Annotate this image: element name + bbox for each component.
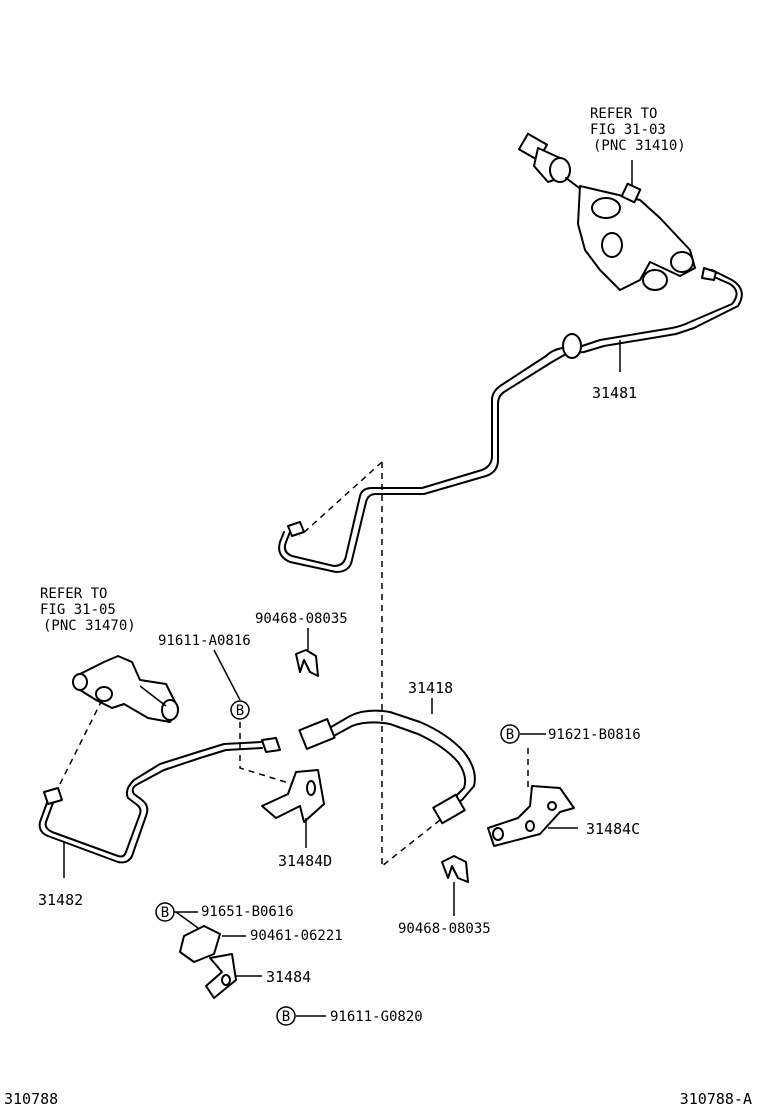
svg-text:B: B <box>161 905 169 921</box>
bracket-31484-drawing <box>175 911 326 1017</box>
dashed-guide-hose <box>381 819 441 867</box>
ref-top-line3: (PNC 31410) <box>593 138 686 154</box>
label-91651-b: 91651-B0616 <box>201 904 294 920</box>
label-91611-a: 91611-A0816 <box>158 633 251 649</box>
footer-code-right: 310788-A <box>680 1090 752 1108</box>
label-91621-b: 91621-B0816 <box>548 727 641 743</box>
svg-text:B: B <box>282 1009 290 1025</box>
clip-90468-top-drawing <box>295 628 319 677</box>
marker-b-91611-g: B <box>276 1006 296 1026</box>
marker-b-91611-a: B <box>230 700 250 720</box>
leader-91611-a <box>213 649 241 701</box>
label-31418: 31418 <box>408 679 453 697</box>
label-90468-bottom: 90468-08035 <box>398 921 491 937</box>
hose-31418-drawing <box>298 698 476 825</box>
label-31482: 31482 <box>38 891 83 909</box>
tube-31481-drawing <box>278 267 743 573</box>
ref-left-line3: (PNC 31470) <box>43 618 136 634</box>
label-31484D: 31484D <box>278 852 332 870</box>
bracket-31484C-drawing <box>487 785 578 847</box>
clip-90468-bottom-drawing <box>441 855 469 916</box>
svg-text:B: B <box>236 703 244 719</box>
marker-b-91651-b: B <box>155 902 175 922</box>
svg-text:B: B <box>506 727 514 743</box>
release-cylinder-drawing <box>72 655 179 723</box>
master-cylinder-drawing <box>517 132 696 291</box>
footer-code-left: 310788 <box>4 1090 58 1108</box>
ref-top-line2: FIG 31-03 <box>590 122 666 138</box>
label-90468-top: 90468-08035 <box>255 611 348 627</box>
label-31484: 31484 <box>266 968 311 986</box>
dashed-guide-left <box>53 699 103 797</box>
ref-left-line1: REFER TO <box>40 586 107 602</box>
ref-left-line2: FIG 31-05 <box>40 602 116 618</box>
label-91611-g: 91611-G0820 <box>330 1009 423 1025</box>
tube-31482-drawing <box>38 737 281 878</box>
marker-b-91621-b: B <box>500 724 520 744</box>
dashed-guide-upper <box>299 461 383 537</box>
bracket-31484D-drawing <box>261 769 325 848</box>
dashed-guide-31484D <box>239 722 293 785</box>
label-31484C: 31484C <box>586 820 640 838</box>
label-90461: 90461-06221 <box>250 928 343 944</box>
ref-top-line1: REFER TO <box>590 106 657 122</box>
label-31481: 31481 <box>592 384 637 402</box>
